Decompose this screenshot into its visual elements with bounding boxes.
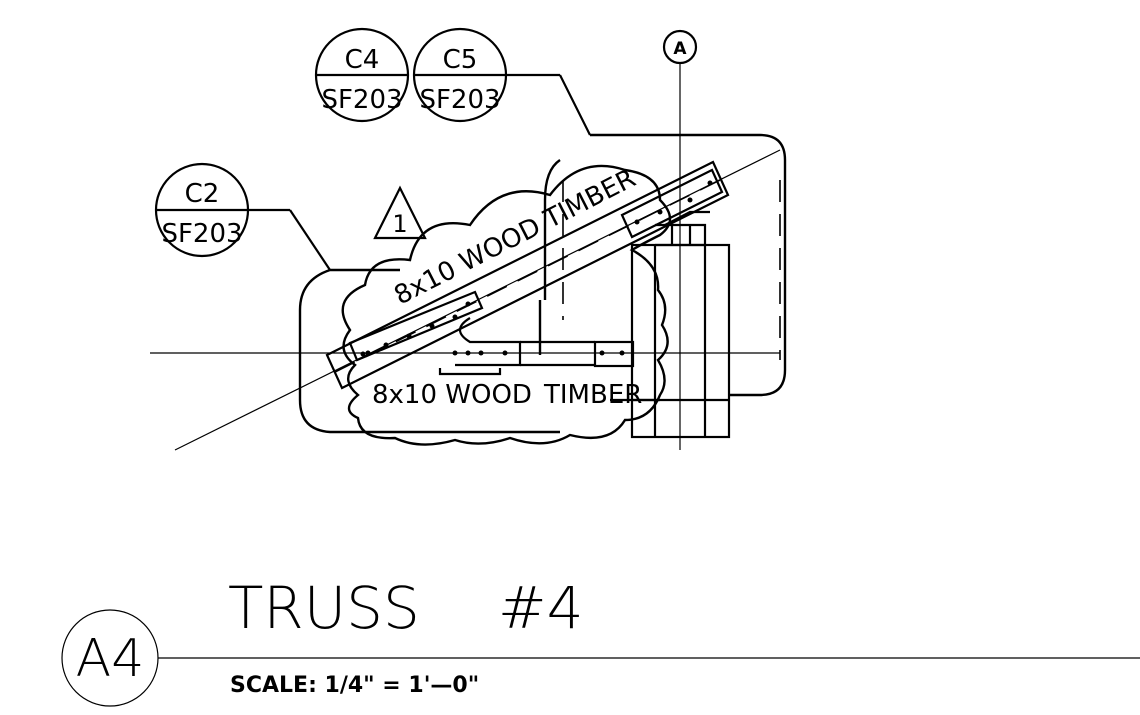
revision-delta: 1 (373, 185, 427, 240)
diagonal-timber (325, 160, 730, 390)
revision-outline-left (298, 268, 560, 434)
revision-triangle (373, 185, 427, 240)
revision-number: 1 (392, 210, 407, 238)
callout-c4: C4 SF203 (314, 27, 410, 123)
drawing-scale: SCALE: 1/4" = 1'—0" (230, 673, 479, 698)
horizontal-timber (365, 317, 635, 376)
lower-plate (348, 290, 484, 362)
callout-c4-sheet: SF203 (321, 85, 402, 115)
callout-c4-detail: C4 (345, 45, 380, 75)
gridline-a: A (662, 29, 698, 450)
gridline-a-bubble (662, 29, 698, 65)
revision-cloud-main (341, 164, 672, 446)
title-block: A4 TRUSS #4 SCALE: 1/4" = 1'—0" (61, 574, 1140, 707)
upper-plate (620, 168, 724, 239)
callout-c5-sheet: SF203 (419, 85, 500, 115)
callout-c2-detail: C2 (185, 179, 220, 209)
callout-c5: C5 SF203 (412, 27, 591, 136)
revision-outline-right (543, 133, 787, 397)
horizontal-member-label-a: 8x10 WOOD (372, 380, 532, 410)
title-bubble-label: A4 (76, 629, 145, 689)
callout-c2: C2 SF203 (154, 162, 331, 271)
callout-c5-detail: C5 (443, 45, 478, 75)
drawing-title: TRUSS (228, 574, 420, 642)
horizontal-member-label-b: TIMBER (543, 380, 642, 410)
revision-clouds (298, 133, 787, 446)
callout-c2-sheet: SF203 (161, 219, 242, 249)
drawing-number: #4 (498, 574, 584, 642)
gusset-plate (455, 317, 522, 367)
diagonal-timber-outline (325, 160, 730, 390)
diagonal-timber-centerline (334, 179, 721, 373)
gridline-a-label: A (673, 39, 687, 59)
